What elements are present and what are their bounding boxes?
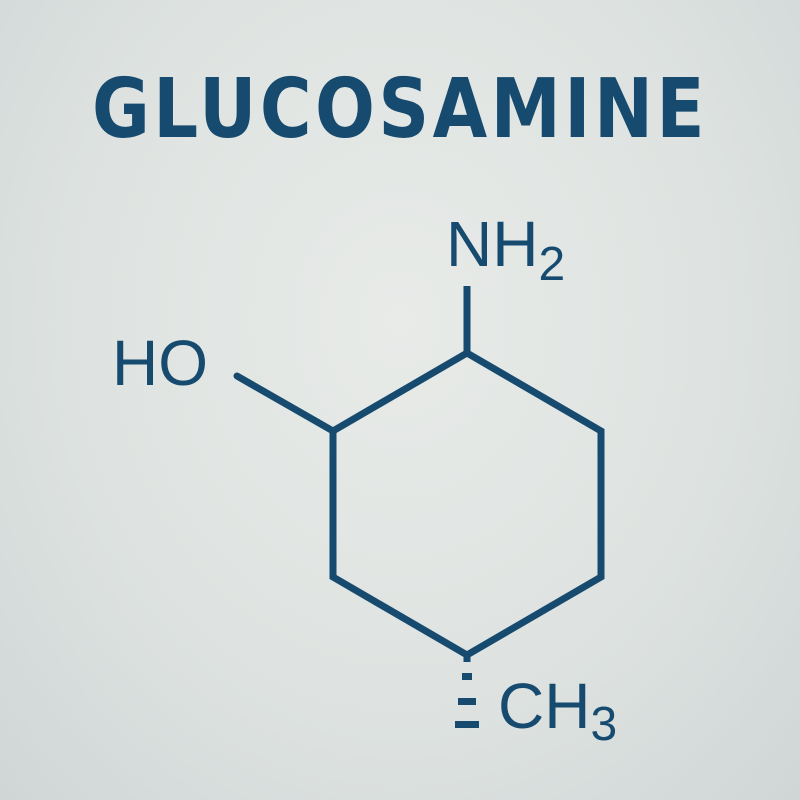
ch3-label: CH3 (498, 670, 617, 751)
oh-bond (233, 372, 337, 435)
cyclohexane-ring (329, 348, 605, 660)
hashed-wedge (455, 673, 479, 728)
nh2-label: NH2 (446, 208, 565, 291)
ho-label: HO (112, 327, 208, 399)
page-title: GLUCOSAMINE (91, 62, 709, 157)
